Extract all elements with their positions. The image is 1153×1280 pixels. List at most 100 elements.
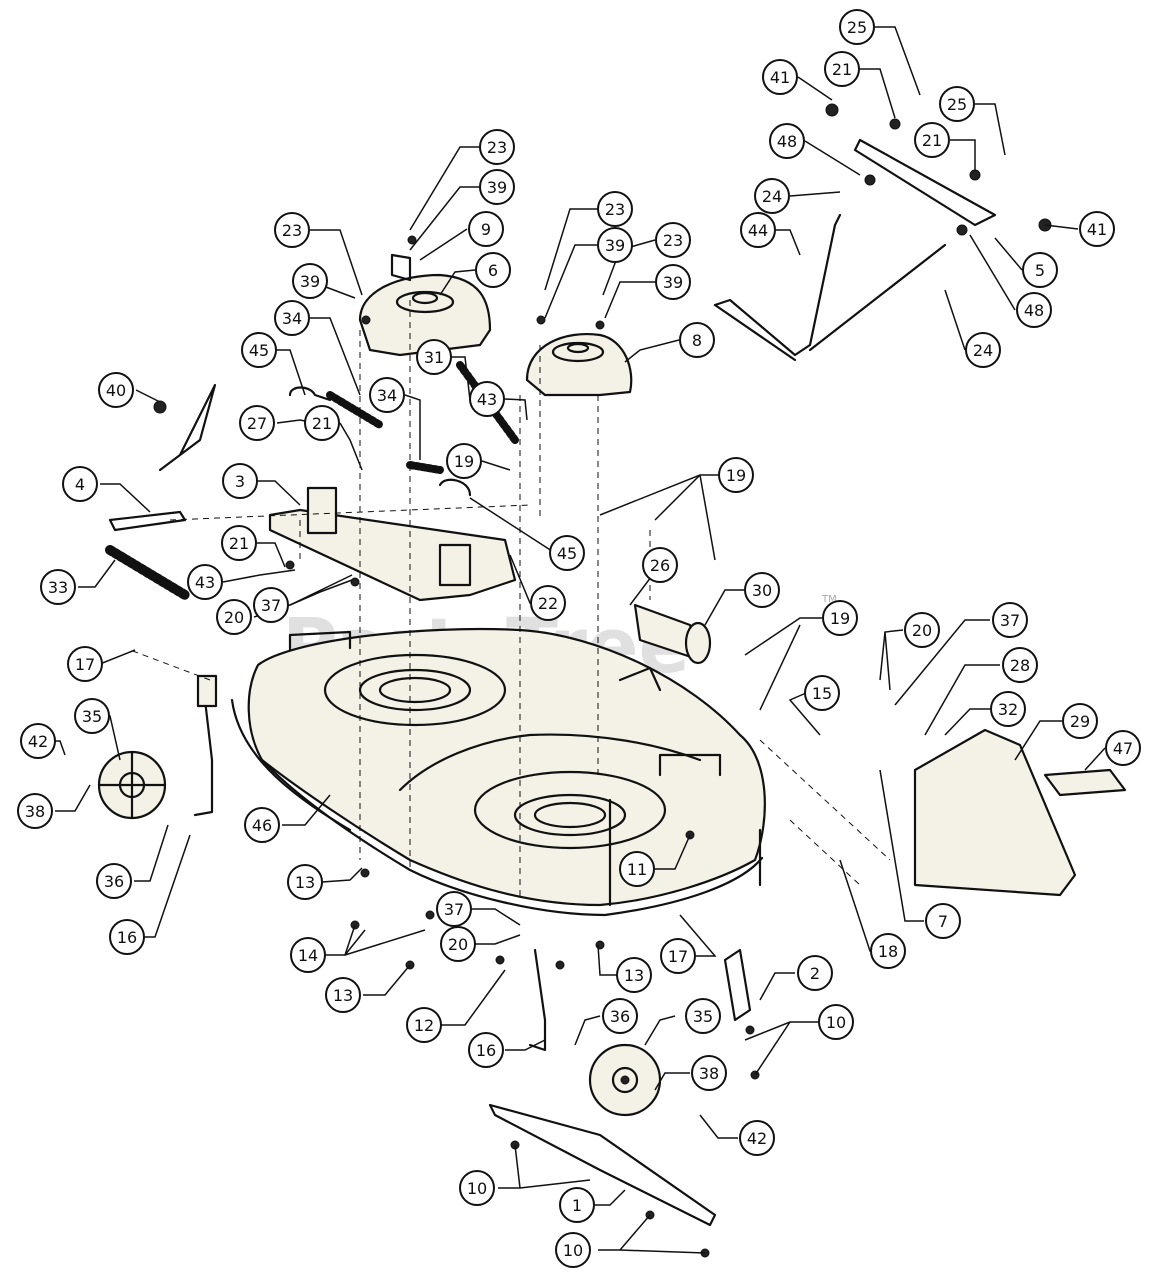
- callout-26: 26: [642, 547, 678, 583]
- callout-32: 32: [990, 691, 1026, 727]
- callout-circle: [555, 1232, 591, 1268]
- callout-circle: [1022, 252, 1058, 288]
- callout-circle: [1016, 292, 1052, 328]
- callout-circle: [241, 332, 277, 368]
- callout-label: 20: [912, 621, 932, 640]
- callout-17: 17: [67, 646, 103, 682]
- callout-20: 20: [904, 612, 940, 648]
- callout-circle: [754, 178, 790, 214]
- callout-label: 21: [922, 131, 942, 150]
- callout-label: 36: [104, 872, 124, 891]
- callout-circle: [446, 443, 482, 479]
- callout-label: 46: [252, 816, 272, 835]
- callout-10: 10: [459, 1170, 495, 1206]
- callout-20: 20: [440, 926, 476, 962]
- callout-12: 12: [406, 1007, 442, 1043]
- callout-circle: [239, 405, 275, 441]
- callout-label: 42: [28, 732, 48, 751]
- callout-circle: [1002, 647, 1038, 683]
- callout-label: 23: [605, 200, 625, 219]
- callout-label: 32: [998, 700, 1018, 719]
- callout-label: 21: [229, 534, 249, 553]
- callout-label: 39: [300, 272, 320, 291]
- callout-label: 37: [444, 900, 464, 919]
- callout-38: 38: [17, 793, 53, 829]
- callout-38: 38: [691, 1055, 727, 1091]
- callout-circle: [109, 919, 145, 955]
- callout-label: 36: [610, 1007, 630, 1026]
- callout-15: 15: [804, 675, 840, 711]
- callout-circle: [244, 807, 280, 843]
- callout-19: 19: [822, 600, 858, 636]
- callout-36: 36: [96, 863, 132, 899]
- hardware-bolts: [153, 103, 1052, 1258]
- callout-37: 37: [436, 891, 472, 927]
- callout-23: 23: [479, 129, 515, 165]
- callout-label: 19: [830, 609, 850, 628]
- callout-21: 21: [221, 525, 257, 561]
- callout-11: 11: [619, 851, 655, 887]
- callout-circle: [992, 602, 1028, 638]
- callout-circle: [98, 372, 134, 408]
- callout-circle: [304, 405, 340, 441]
- callout-circle: [530, 585, 566, 621]
- callout-7: 7: [925, 903, 961, 939]
- callout-31: 31: [416, 339, 452, 375]
- callout-circle: [822, 600, 858, 636]
- callout-circle: [685, 998, 721, 1034]
- callout-circle: [274, 300, 310, 336]
- callout-4: 4: [62, 466, 98, 502]
- callout-circle: [468, 1032, 504, 1068]
- callout-30: 30: [744, 572, 780, 608]
- callout-47: 47: [1105, 730, 1141, 766]
- callout-circle: [96, 863, 132, 899]
- callout-34: 34: [274, 300, 310, 336]
- callout-label: 34: [377, 386, 397, 405]
- callout-circle: [290, 937, 326, 973]
- callout-label: 30: [752, 581, 772, 600]
- callout-label: 2: [810, 964, 820, 983]
- callout-3: 3: [222, 463, 258, 499]
- callout-35: 35: [685, 998, 721, 1034]
- callout-label: 5: [1035, 261, 1045, 280]
- callout-circle: [292, 263, 328, 299]
- callout-circle: [718, 457, 754, 493]
- callout-label: 41: [770, 68, 790, 87]
- callout-label: 24: [762, 187, 782, 206]
- callout-label: 37: [261, 596, 281, 615]
- trademark-mark: TM: [821, 594, 837, 605]
- callout-circle: [870, 933, 906, 969]
- callout-label: 21: [832, 60, 852, 79]
- callout-label: 18: [878, 942, 898, 961]
- lift-arm: [108, 383, 217, 532]
- callout-label: 45: [249, 341, 269, 360]
- callout-circle: [762, 59, 798, 95]
- callout-label: 40: [106, 381, 126, 400]
- callout-43: 43: [469, 381, 505, 417]
- callout-40: 40: [98, 372, 134, 408]
- callout-24: 24: [965, 332, 1001, 368]
- wheel-axle-brackets: [193, 674, 547, 1052]
- callout-18: 18: [870, 933, 906, 969]
- callout-circle: [1062, 703, 1098, 739]
- callout-label: 45: [557, 544, 577, 563]
- callout-label: 25: [947, 95, 967, 114]
- callout-circle: [216, 599, 252, 635]
- callout-label: 19: [726, 466, 746, 485]
- callout-label: 20: [448, 935, 468, 954]
- callout-5: 5: [1022, 252, 1058, 288]
- callout-circle: [616, 957, 652, 993]
- callout-44: 44: [740, 212, 776, 248]
- callout-circle: [739, 1120, 775, 1156]
- pulley-cover-right: [525, 333, 633, 397]
- callout-34: 34: [369, 377, 405, 413]
- callout-19: 19: [446, 443, 482, 479]
- callout-circle: [369, 377, 405, 413]
- callout-label: 35: [693, 1007, 713, 1026]
- callout-circle: [406, 1007, 442, 1043]
- callout-36: 36: [602, 998, 638, 1034]
- callout-label: 11: [627, 860, 647, 879]
- callout-33: 33: [40, 569, 76, 605]
- callout-label: 35: [82, 707, 102, 726]
